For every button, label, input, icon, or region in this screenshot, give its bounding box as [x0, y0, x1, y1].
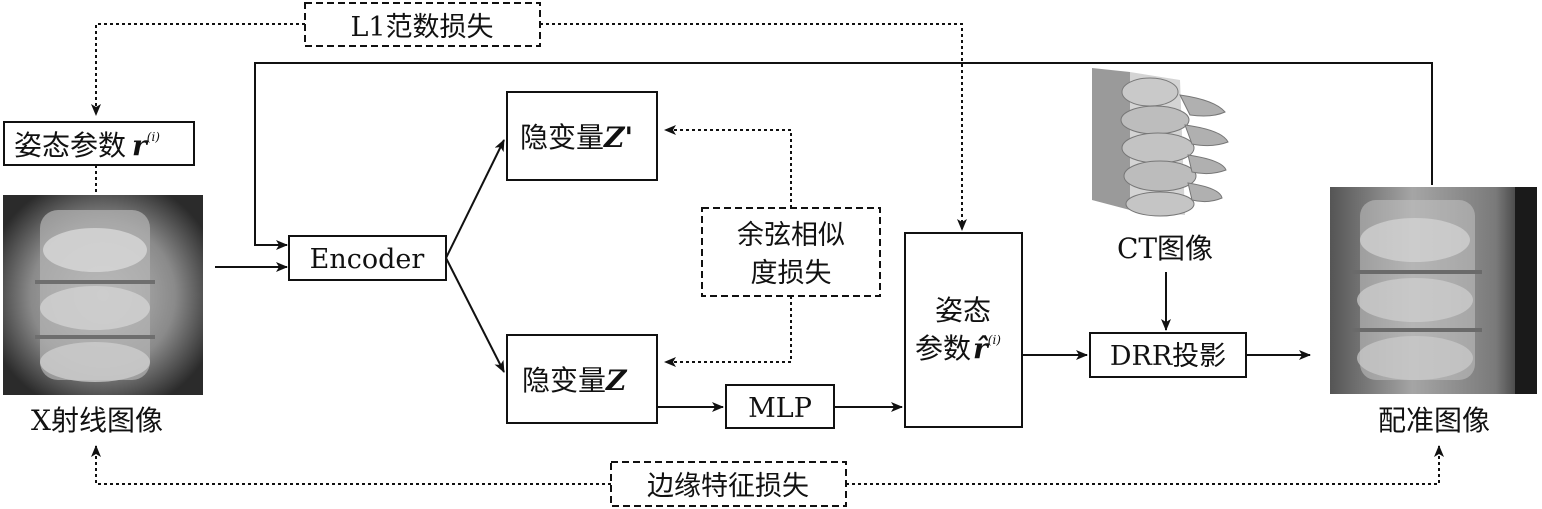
cosine-loss-to-latent-prime — [664, 125, 792, 208]
edge-loss-label: 边缘特征损失 — [647, 471, 809, 502]
mlp-box — [725, 384, 835, 429]
latent-box — [506, 334, 658, 424]
drr-projection-label: DRR投影 — [1110, 341, 1226, 372]
pose-param-output-box — [904, 232, 1023, 428]
pose-param-output-line1: 姿态 — [935, 294, 991, 327]
latent-label: 隐变量Z — [522, 364, 628, 397]
encoder-to-latent-arrow — [445, 257, 505, 373]
latent-prime-label: 隐变量Z' — [520, 121, 633, 154]
cosine-loss-to-latent — [664, 296, 792, 367]
xray-image-label: X射线图像 — [31, 404, 163, 437]
mlp-label: MLP — [748, 393, 812, 424]
edge-loss-right-line — [846, 445, 1444, 485]
latent-prime-box — [506, 91, 658, 181]
encoder-label: Encoder — [310, 244, 425, 275]
l1-loss-left-line — [91, 23, 305, 116]
feedback-line — [254, 62, 1433, 250]
ct-image — [1092, 68, 1229, 217]
cosine-loss-box — [701, 207, 881, 297]
l1-loss-right-line — [540, 23, 967, 231]
l1-loss-label: L1范数损失 — [350, 12, 493, 43]
pose-param-input-box — [3, 121, 195, 166]
encoder-to-latent-prime-arrow — [445, 139, 505, 259]
pose-param-output-line2: 参数r̂(i) — [915, 332, 1001, 365]
registered-image — [1330, 187, 1537, 394]
drr-projection-box — [1089, 332, 1247, 378]
edge-loss-left-line — [91, 445, 611, 485]
cosine-loss-label-line1: 余弦相似 — [737, 220, 845, 251]
cosine-loss-label-line2: 度损失 — [751, 258, 832, 289]
ct-image-label: CT图像 — [1117, 232, 1213, 265]
registered-image-label: 配准图像 — [1378, 404, 1490, 437]
xray-image — [3, 195, 203, 395]
